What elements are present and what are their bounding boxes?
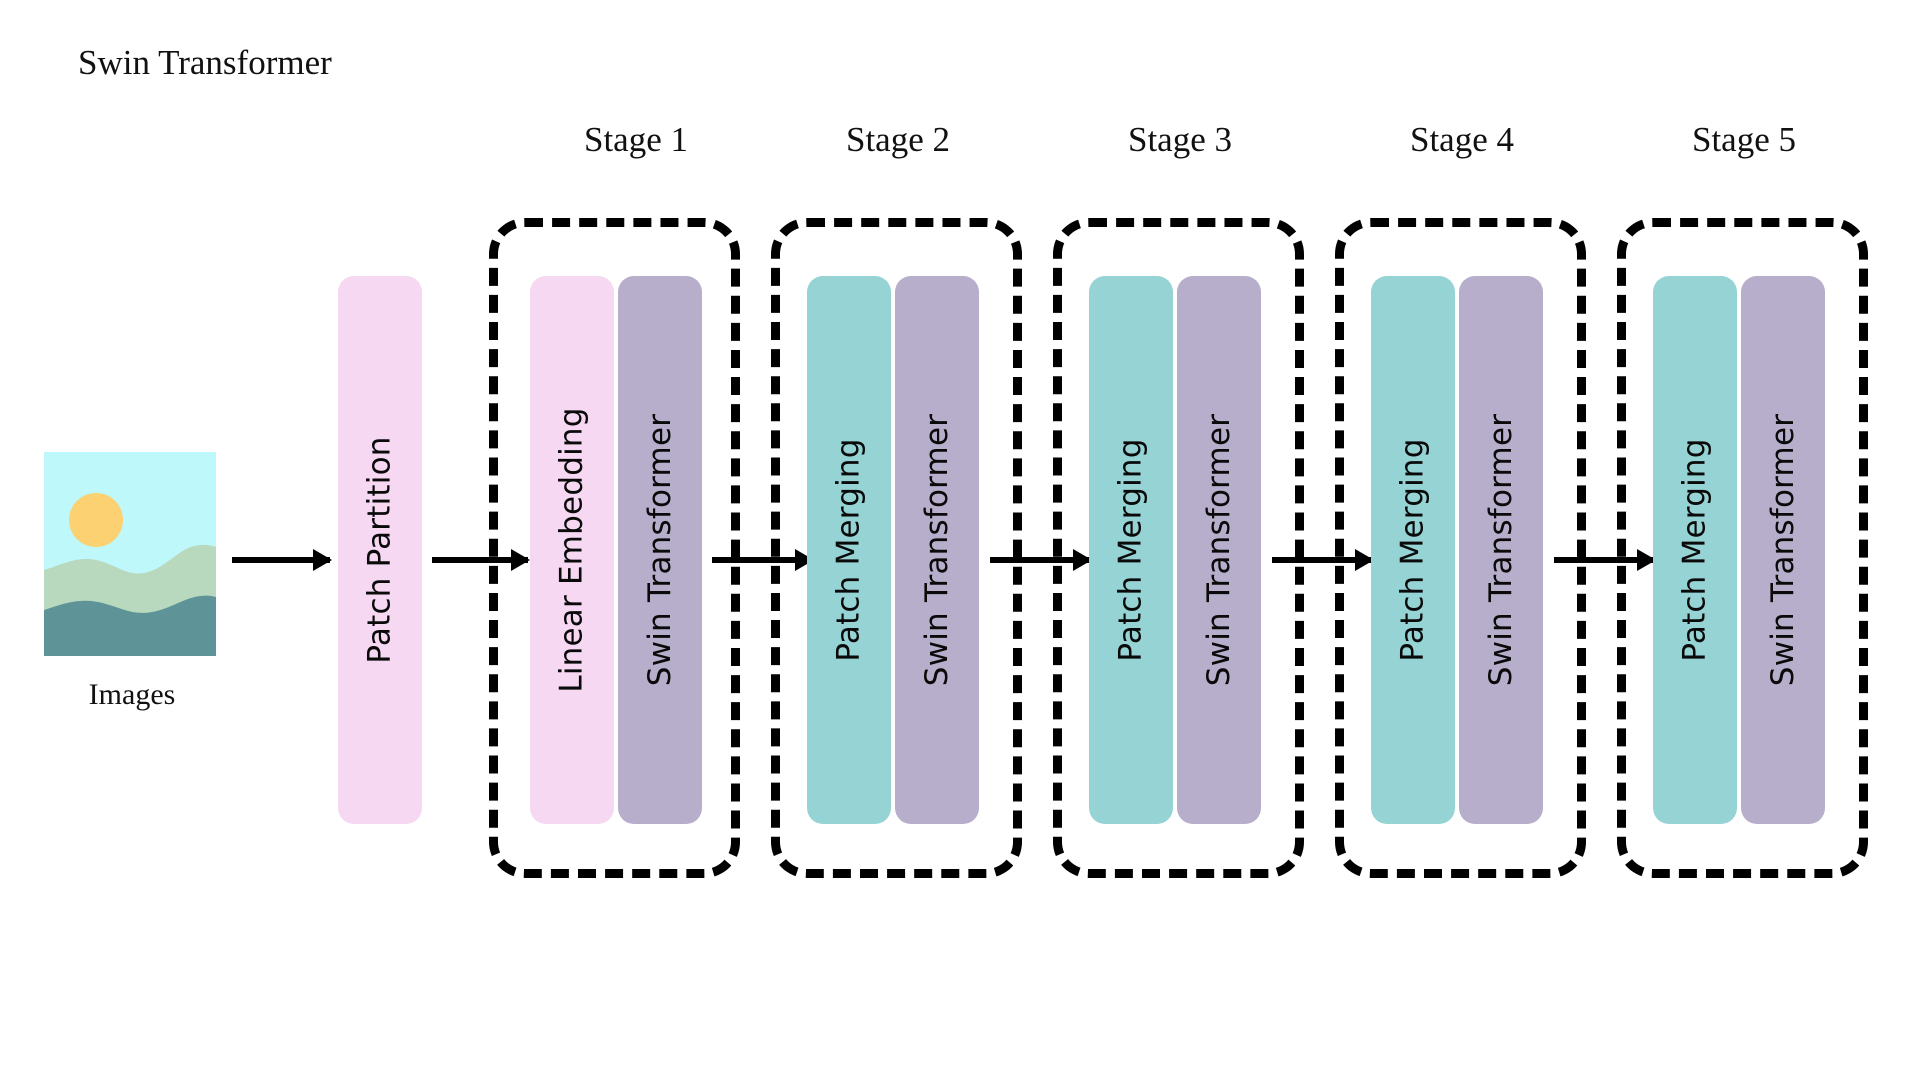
block-label: Swin Transformer: [919, 413, 955, 687]
arrow-stage-3-to-stage-4: [1272, 557, 1372, 563]
block-label: Swin Transformer: [1201, 413, 1237, 687]
stage-container-3: [1053, 218, 1304, 878]
block-label: Patch Merging: [1395, 438, 1432, 662]
stage-container-1: [489, 218, 740, 878]
block-label: Swin Transformer: [642, 413, 678, 687]
block-patch-merging-5[interactable]: Patch Merging: [1653, 276, 1737, 824]
block-swin-transformer-4[interactable]: Swin Transformer: [1459, 276, 1543, 824]
block-patch-merging-3[interactable]: Patch Merging: [1089, 276, 1173, 824]
arrow-stage-2-to-stage-3: [990, 557, 1090, 563]
block-patch-partition[interactable]: Patch Partition: [338, 276, 422, 824]
block-label: Patch Merging: [1677, 438, 1714, 662]
page-title: Swin Transformer: [78, 43, 332, 82]
block-swin-transformer-5[interactable]: Swin Transformer: [1741, 276, 1825, 824]
block-swin-transformer-3[interactable]: Swin Transformer: [1177, 276, 1261, 824]
block-label: Patch Partition: [362, 436, 399, 664]
stage-container-5: [1617, 218, 1868, 878]
landscape-sun-hills-icon: [44, 452, 216, 656]
block-swin-transformer-2[interactable]: Swin Transformer: [895, 276, 979, 824]
block-label: Swin Transformer: [1765, 413, 1801, 687]
input-image-caption: Images: [88, 678, 176, 711]
block-label: Patch Merging: [1113, 438, 1150, 662]
block-swin-transformer-1[interactable]: Swin Transformer: [618, 276, 702, 824]
stage-caption-2: Stage 2: [845, 120, 951, 159]
stage-container-4: [1335, 218, 1586, 878]
stage-caption-3: Stage 3: [1127, 120, 1233, 159]
block-patch-merging-4[interactable]: Patch Merging: [1371, 276, 1455, 824]
block-patch-merging-2[interactable]: Patch Merging: [807, 276, 891, 824]
block-linear-embedding-1[interactable]: Linear Embedding: [530, 276, 614, 824]
stage-caption-5: Stage 5: [1691, 120, 1797, 159]
block-label: Linear Embedding: [554, 407, 591, 693]
block-label: Swin Transformer: [1483, 413, 1519, 687]
arrow-stage-1-to-stage-2: [712, 557, 812, 563]
input-image-group: Images: [44, 452, 220, 712]
stage-container-2: [771, 218, 1022, 878]
arrow-stage-4-to-stage-5: [1554, 557, 1654, 563]
stage-caption-4: Stage 4: [1409, 120, 1515, 159]
arrow-patch-partition-to-stage-1: [432, 557, 528, 563]
arrow-images-to-patch-partition: [232, 557, 330, 563]
stage-caption-1: Stage 1: [583, 120, 689, 159]
block-label: Patch Merging: [831, 438, 868, 662]
